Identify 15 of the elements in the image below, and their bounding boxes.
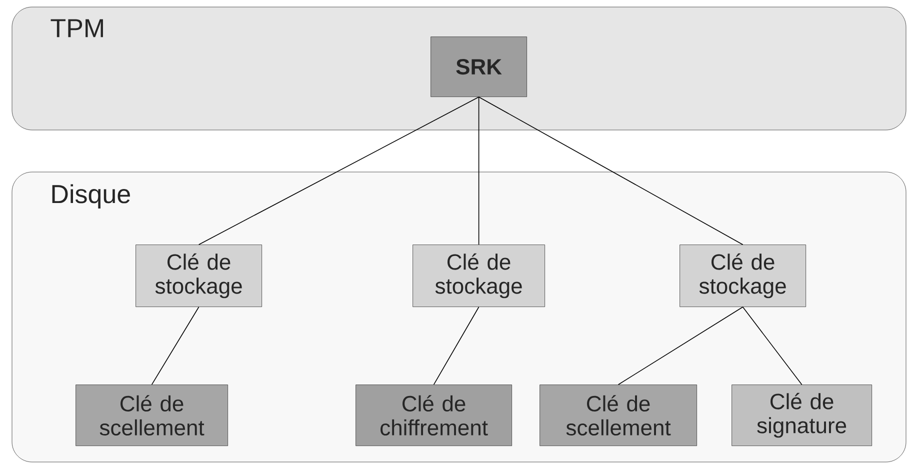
key-box: Clé de stockage: [136, 244, 262, 307]
key-box: SRK: [430, 36, 527, 97]
key-box: Clé de stockage: [412, 244, 545, 307]
connector-line: [478, 96, 744, 245]
key-box: Clé de stockage: [680, 244, 806, 307]
key-box: Clé de signature: [732, 384, 872, 446]
key-box: Clé de scellement: [540, 384, 697, 446]
key-box: Clé de chiffrement: [356, 384, 512, 446]
connector-line: [198, 96, 480, 245]
connector-line: [478, 96, 480, 245]
connector-line: [151, 306, 200, 385]
connector-line: [618, 306, 744, 385]
connector-line: [433, 306, 480, 385]
key-box: Clé de scellement: [76, 384, 228, 446]
connector-line: [742, 306, 802, 385]
